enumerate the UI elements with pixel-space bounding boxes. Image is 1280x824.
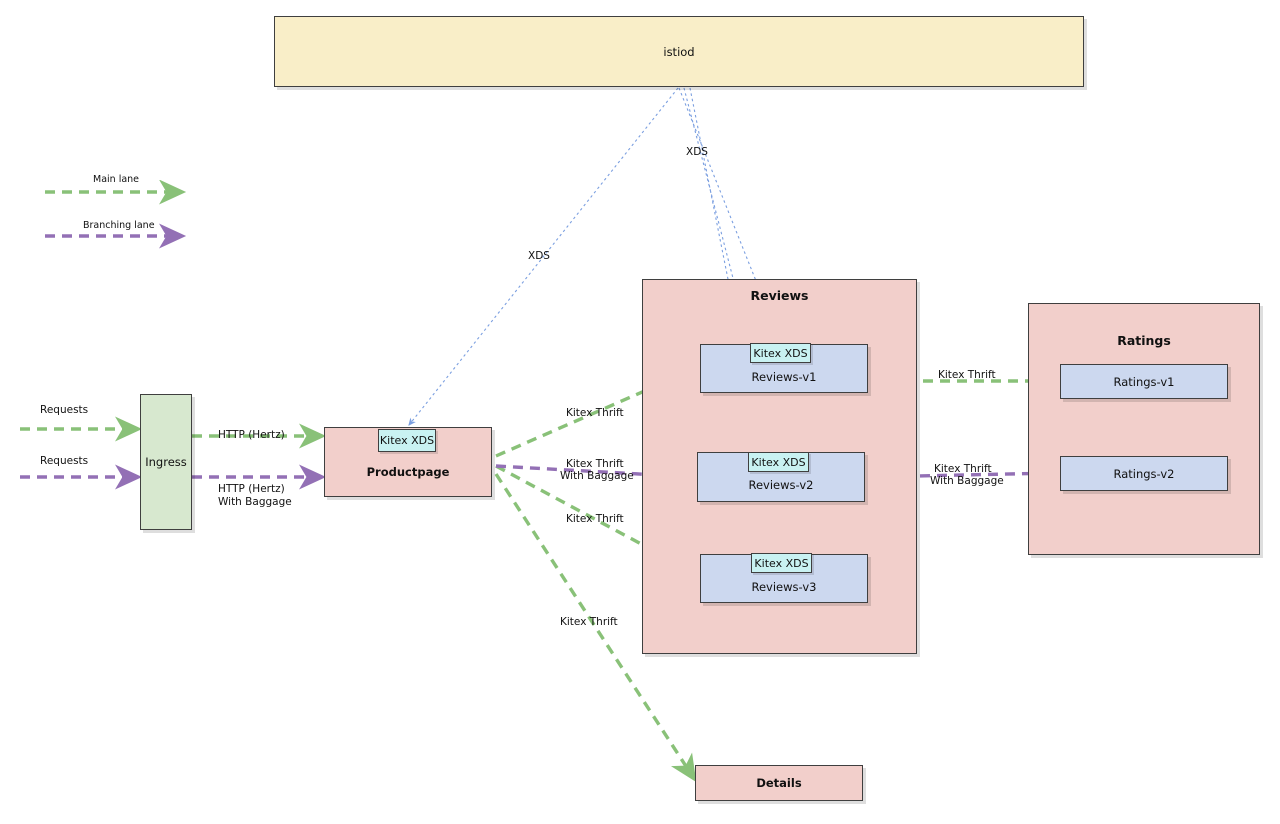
reviews-v2-kitex-xds-label: Kitex XDS bbox=[751, 455, 806, 469]
ratings-v1-label: Ratings-v1 bbox=[1113, 374, 1175, 389]
ratings-v1-node[interactable]: Ratings-v1 bbox=[1060, 364, 1228, 399]
productpage-kitex-xds-label: Kitex XDS bbox=[379, 434, 435, 447]
istiod-node[interactable]: istiod bbox=[274, 16, 1084, 87]
reviews-v3-kitex-xds-badge[interactable]: Kitex XDS bbox=[751, 553, 812, 573]
istiod-label: istiod bbox=[663, 44, 695, 59]
reviews-v1-label: Reviews-v1 bbox=[751, 369, 817, 384]
reviews-v2-kitex-xds-badge[interactable]: Kitex XDS bbox=[748, 452, 809, 472]
xds-label-productpage: XDS bbox=[528, 250, 550, 262]
edge-label-http-hertz-baggage-l2: With Baggage bbox=[218, 496, 292, 508]
edge-label-thrift-baggage-v2-l2: With Baggage bbox=[560, 470, 634, 482]
ratings-group-title: Ratings bbox=[1117, 333, 1171, 348]
details-label: Details bbox=[756, 776, 802, 790]
ingress-node[interactable]: Ingress bbox=[140, 394, 192, 530]
edge-label-requests-branch: Requests bbox=[40, 455, 89, 467]
details-node[interactable]: Details bbox=[695, 765, 863, 801]
reviews-v1-kitex-xds-badge[interactable]: Kitex XDS bbox=[750, 343, 811, 363]
edge-label-thrift-to-v3: Kitex Thrift bbox=[566, 513, 624, 525]
edge-label-thrift-to-details: Kitex Thrift bbox=[560, 616, 618, 628]
edge-label-requests-main: Requests bbox=[40, 404, 89, 416]
ingress-label: Ingress bbox=[145, 455, 187, 469]
legend-label-branching-lane: Branching lane bbox=[83, 220, 155, 231]
productpage-node[interactable]: Productpage bbox=[324, 427, 492, 497]
edge-label-thrift-ratings-v1: Kitex Thrift bbox=[938, 369, 996, 381]
edge-label-http-hertz: HTTP (Hertz) bbox=[218, 429, 285, 441]
ratings-v2-node[interactable]: Ratings-v2 bbox=[1060, 456, 1228, 491]
edge-label-thrift-to-v1: Kitex Thrift bbox=[566, 407, 624, 419]
reviews-v2-label: Reviews-v2 bbox=[748, 478, 814, 492]
reviews-v3-kitex-xds-label: Kitex XDS bbox=[754, 556, 809, 570]
ratings-v2-label: Ratings-v2 bbox=[1113, 466, 1175, 481]
edge-label-thrift-baggage-v2-l1: Kitex Thrift bbox=[566, 458, 624, 470]
ratings-group bbox=[1028, 303, 1260, 555]
productpage-label: Productpage bbox=[366, 465, 450, 479]
edge-label-thrift-ratings-v2-l2: With Baggage bbox=[930, 475, 1004, 487]
reviews-group-title: Reviews bbox=[750, 288, 809, 303]
xds-label-reviews: XDS bbox=[686, 146, 708, 158]
edge-label-http-hertz-baggage-l1: HTTP (Hertz) bbox=[218, 483, 285, 495]
reviews-v1-kitex-xds-label: Kitex XDS bbox=[753, 346, 808, 360]
legend-label-main-lane: Main lane bbox=[93, 174, 140, 185]
edge-label-thrift-ratings-v2-l1: Kitex Thrift bbox=[934, 463, 992, 475]
legend-swatches bbox=[45, 180, 187, 249]
productpage-kitex-xds-badge[interactable]: Kitex XDS bbox=[378, 429, 436, 452]
reviews-v3-label: Reviews-v3 bbox=[751, 579, 817, 594]
